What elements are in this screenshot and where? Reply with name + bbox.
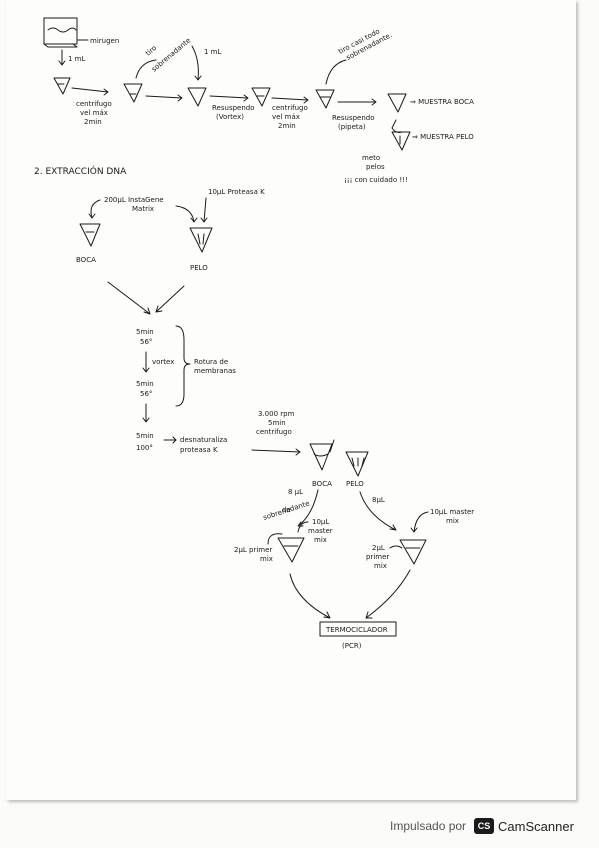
tube-3-icon xyxy=(187,87,207,107)
label-boca-2: BOCA xyxy=(312,480,332,488)
tube-boca-extract-icon xyxy=(79,223,101,247)
arrow-boca-to-pcr xyxy=(297,489,319,527)
label-t2: 5min 56° xyxy=(136,380,156,398)
arrow-resuspendo-2 xyxy=(337,98,377,106)
arrow-resuspendo-1 xyxy=(209,94,249,102)
label-left-primer: 2μL primer mix xyxy=(234,546,275,563)
label-vortex: vortex xyxy=(152,358,174,366)
label-instagene: 200μL InstaGene Matrix xyxy=(104,196,166,213)
arrow-tiro-sobrenadante xyxy=(135,59,157,79)
label-centrifugo-1: centrifugo vel máx 2min xyxy=(76,100,114,126)
label-1ml-b: 1 mL xyxy=(204,48,221,56)
tube-boca-icon xyxy=(387,93,407,113)
tube-pelo-icon xyxy=(391,131,411,151)
label-resuspendo-2: Resuspendo (pipeta) xyxy=(332,114,377,131)
label-right-8nl: 8μL xyxy=(372,496,385,504)
label-left-sobrenadante-2: sobrenadante xyxy=(262,499,310,522)
arrow-to-t3 xyxy=(142,403,150,423)
arrow-to-tube-3 xyxy=(145,94,183,102)
tube-boca-centrifuged-icon xyxy=(309,439,335,471)
termociclador-box xyxy=(319,621,397,637)
arrow-proteasa-pelo xyxy=(200,197,208,223)
label-t1: 5min 56° xyxy=(136,328,156,346)
label-left-sobrenadante: 8 μL de xyxy=(282,488,305,514)
arrow-instagene-boca xyxy=(88,199,101,219)
label-resuspendo-1: Resuspendo (Vortex) xyxy=(212,104,257,121)
label-t3: 5min 100° xyxy=(136,432,156,452)
powered-by-text: Impulsado por xyxy=(390,819,467,833)
arrow-left-to-termociclador xyxy=(289,573,331,619)
arrow-vortex xyxy=(142,351,150,373)
tube-pelo-extract-icon xyxy=(189,227,213,253)
arrow-down-1ml xyxy=(58,49,66,66)
label-desnaturaliza: desnaturaliza proteasa K xyxy=(180,436,230,454)
arrow-instagene-pelo xyxy=(175,205,198,223)
label-muestra-boca: ⇒ MUESTRA BOCA xyxy=(410,98,474,106)
arrow-right-to-termociclador xyxy=(365,569,411,619)
label-tiro: tiro xyxy=(144,44,158,58)
tube-4-icon xyxy=(251,87,271,107)
label-termociclador: TERMOCICLADOR xyxy=(325,626,388,634)
arrow-tiro-casi xyxy=(325,59,347,85)
arrow-right-primer xyxy=(389,545,403,549)
label-mirugen: mirugen xyxy=(90,37,119,45)
scanner-footer: Impulsado por CS CamScanner xyxy=(390,815,574,837)
label-rotura: Rotura de membranas xyxy=(194,358,236,375)
label-pelo-2: PELO xyxy=(346,480,364,488)
label-pcr: (PCR) xyxy=(342,642,362,650)
label-pelo: PELO xyxy=(190,264,208,272)
label-sobrenadante: sobrenadante xyxy=(150,36,192,73)
arrow-pelo-merge xyxy=(155,285,185,313)
arrow-left-master xyxy=(297,521,309,533)
arrow-centrifugo-2 xyxy=(271,96,309,104)
label-boca: BOCA xyxy=(76,256,96,264)
tube-1-icon xyxy=(53,77,71,95)
arrow-meto-pelos xyxy=(391,119,403,133)
label-right-master: 10μL master mix xyxy=(430,508,476,525)
mouthwash-cup-icon xyxy=(43,17,78,48)
arrow-pelo-to-pcr xyxy=(359,491,397,531)
label-muestra-pelo: ⇒ MUESTRA PELO xyxy=(412,133,474,141)
arrow-left-primer xyxy=(267,533,283,545)
tube-2-icon xyxy=(123,83,143,103)
label-1ml-a: 1 mL xyxy=(68,55,85,63)
arrow-desnaturaliza xyxy=(163,436,177,444)
tube-pcr-right-icon xyxy=(399,539,427,565)
tube-pcr-left-icon xyxy=(277,537,305,563)
section-2-heading: 2. EXTRACCIÓN DNA xyxy=(34,165,127,177)
label-meto-pelos: meto pelos xyxy=(362,154,385,171)
label-centrifugo-2: centrifugo vel máx 2min xyxy=(272,104,310,130)
arrow-centrifugo-1 xyxy=(71,87,109,96)
label-centrifugo-3: 3.000 rpm 5min centrifugo xyxy=(256,410,297,436)
camscanner-logo-icon: CS xyxy=(474,818,495,834)
camscanner-brand: CamScanner xyxy=(498,818,574,834)
arrow-boca-merge xyxy=(107,281,151,315)
label-proteasa: 10μL Proteasa K xyxy=(208,188,265,196)
paper-sheet xyxy=(6,0,576,800)
label-cuidado: ¡¡¡ con cuidado !!! xyxy=(344,176,408,184)
bracket-rotura xyxy=(175,325,191,407)
arrow-right-master xyxy=(410,511,429,533)
camscanner-badge: CS CamScanner xyxy=(474,818,574,834)
arrow-to-centrifugo-3 xyxy=(251,448,301,456)
arrow-1ml-b xyxy=(191,45,202,81)
label-tiro-casi: tiro casi todo sobrenadante. xyxy=(337,23,393,64)
label-left-master: 10μL master mix xyxy=(308,518,335,544)
tube-pelo-centrifuged-icon xyxy=(345,451,369,477)
tube-5-icon xyxy=(315,89,335,109)
label-right-primer: 2μL primer mix xyxy=(366,544,392,570)
